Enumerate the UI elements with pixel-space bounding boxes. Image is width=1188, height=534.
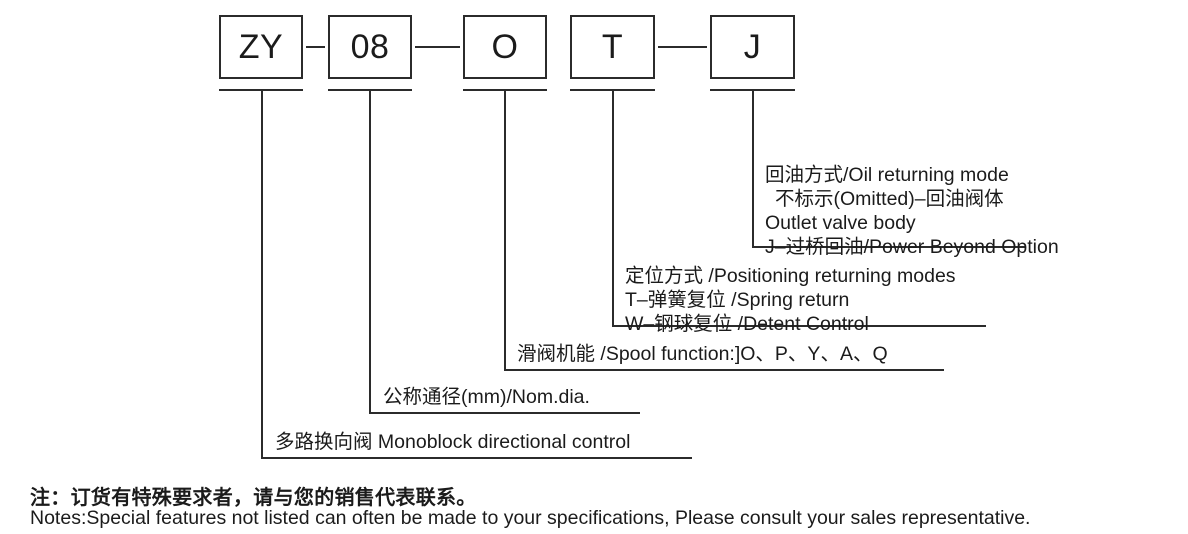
code-box-positioning-mode: T xyxy=(570,15,655,79)
annotation-oil-returning-mode-line-2: 不标示(Omitted)–回油阀体 xyxy=(775,188,1004,210)
annotation-positioning-modes-line-2: T–弹簧复位 /Spring return xyxy=(625,289,850,311)
connector-dash-1 xyxy=(306,46,325,48)
annotation-nominal-diameter-line-1: 公称通径(mm)/Nom.dia. xyxy=(383,386,590,408)
annotation-nominal-diameter: 公称通径(mm)/Nom.dia. xyxy=(383,385,590,409)
leader-underline-positioning-mode xyxy=(612,325,986,327)
code-box-nominal-diameter: 08 xyxy=(328,15,412,79)
note-chinese: 注：订货有特殊要求者，请与您的销售代表联系。 xyxy=(30,487,477,509)
leader-underline-nominal-diameter xyxy=(369,412,640,414)
code-box-oil-returning-mode: J xyxy=(710,15,795,79)
note-english: Notes:Special features not listed can of… xyxy=(30,507,1031,529)
annotation-oil-returning-mode-line-1: 回油方式/Oil returning mode xyxy=(765,164,1009,186)
leader-drop-nominal-diameter xyxy=(369,89,371,414)
annotation-positioning-modes: 定位方式 /Positioning returning modes T–弹簧复位… xyxy=(625,264,956,336)
leader-drop-oil-returning-mode xyxy=(752,89,754,248)
leader-drop-spool-function xyxy=(504,89,506,371)
annotation-monoblock-line-1: 多路换向阀 Monoblock directional control xyxy=(275,431,631,453)
annotation-oil-returning-mode: 回油方式/Oil returning mode 不标示(Omitted)–回油阀… xyxy=(765,163,1059,259)
annotation-spool-function-line-1: 滑阀机能 /Spool function:]O、P、Y、A、Q xyxy=(517,343,888,365)
annotation-spool-function: 滑阀机能 /Spool function:]O、P、Y、A、Q xyxy=(517,342,888,366)
leader-underline-monoblock xyxy=(261,457,692,459)
annotation-positioning-modes-line-1: 定位方式 /Positioning returning modes xyxy=(625,265,956,287)
leader-underline-oil-returning-mode xyxy=(752,246,1026,248)
annotation-oil-returning-mode-line-4: J–过桥回油/Power Beyond Option xyxy=(765,236,1059,258)
connector-dash-2 xyxy=(415,46,460,48)
annotation-monoblock: 多路换向阀 Monoblock directional control xyxy=(275,430,630,454)
annotation-positioning-modes-line-3: W–钢球复位 /Detent Control xyxy=(625,313,869,335)
leader-drop-positioning-mode xyxy=(612,89,614,327)
annotation-oil-returning-mode-line-3: Outlet valve body xyxy=(765,212,916,234)
leader-drop-series xyxy=(261,89,263,459)
code-box-spool-function: O xyxy=(463,15,547,79)
leader-underline-spool-function xyxy=(504,369,944,371)
connector-dash-3 xyxy=(658,46,707,48)
code-box-series: ZY xyxy=(219,15,303,79)
